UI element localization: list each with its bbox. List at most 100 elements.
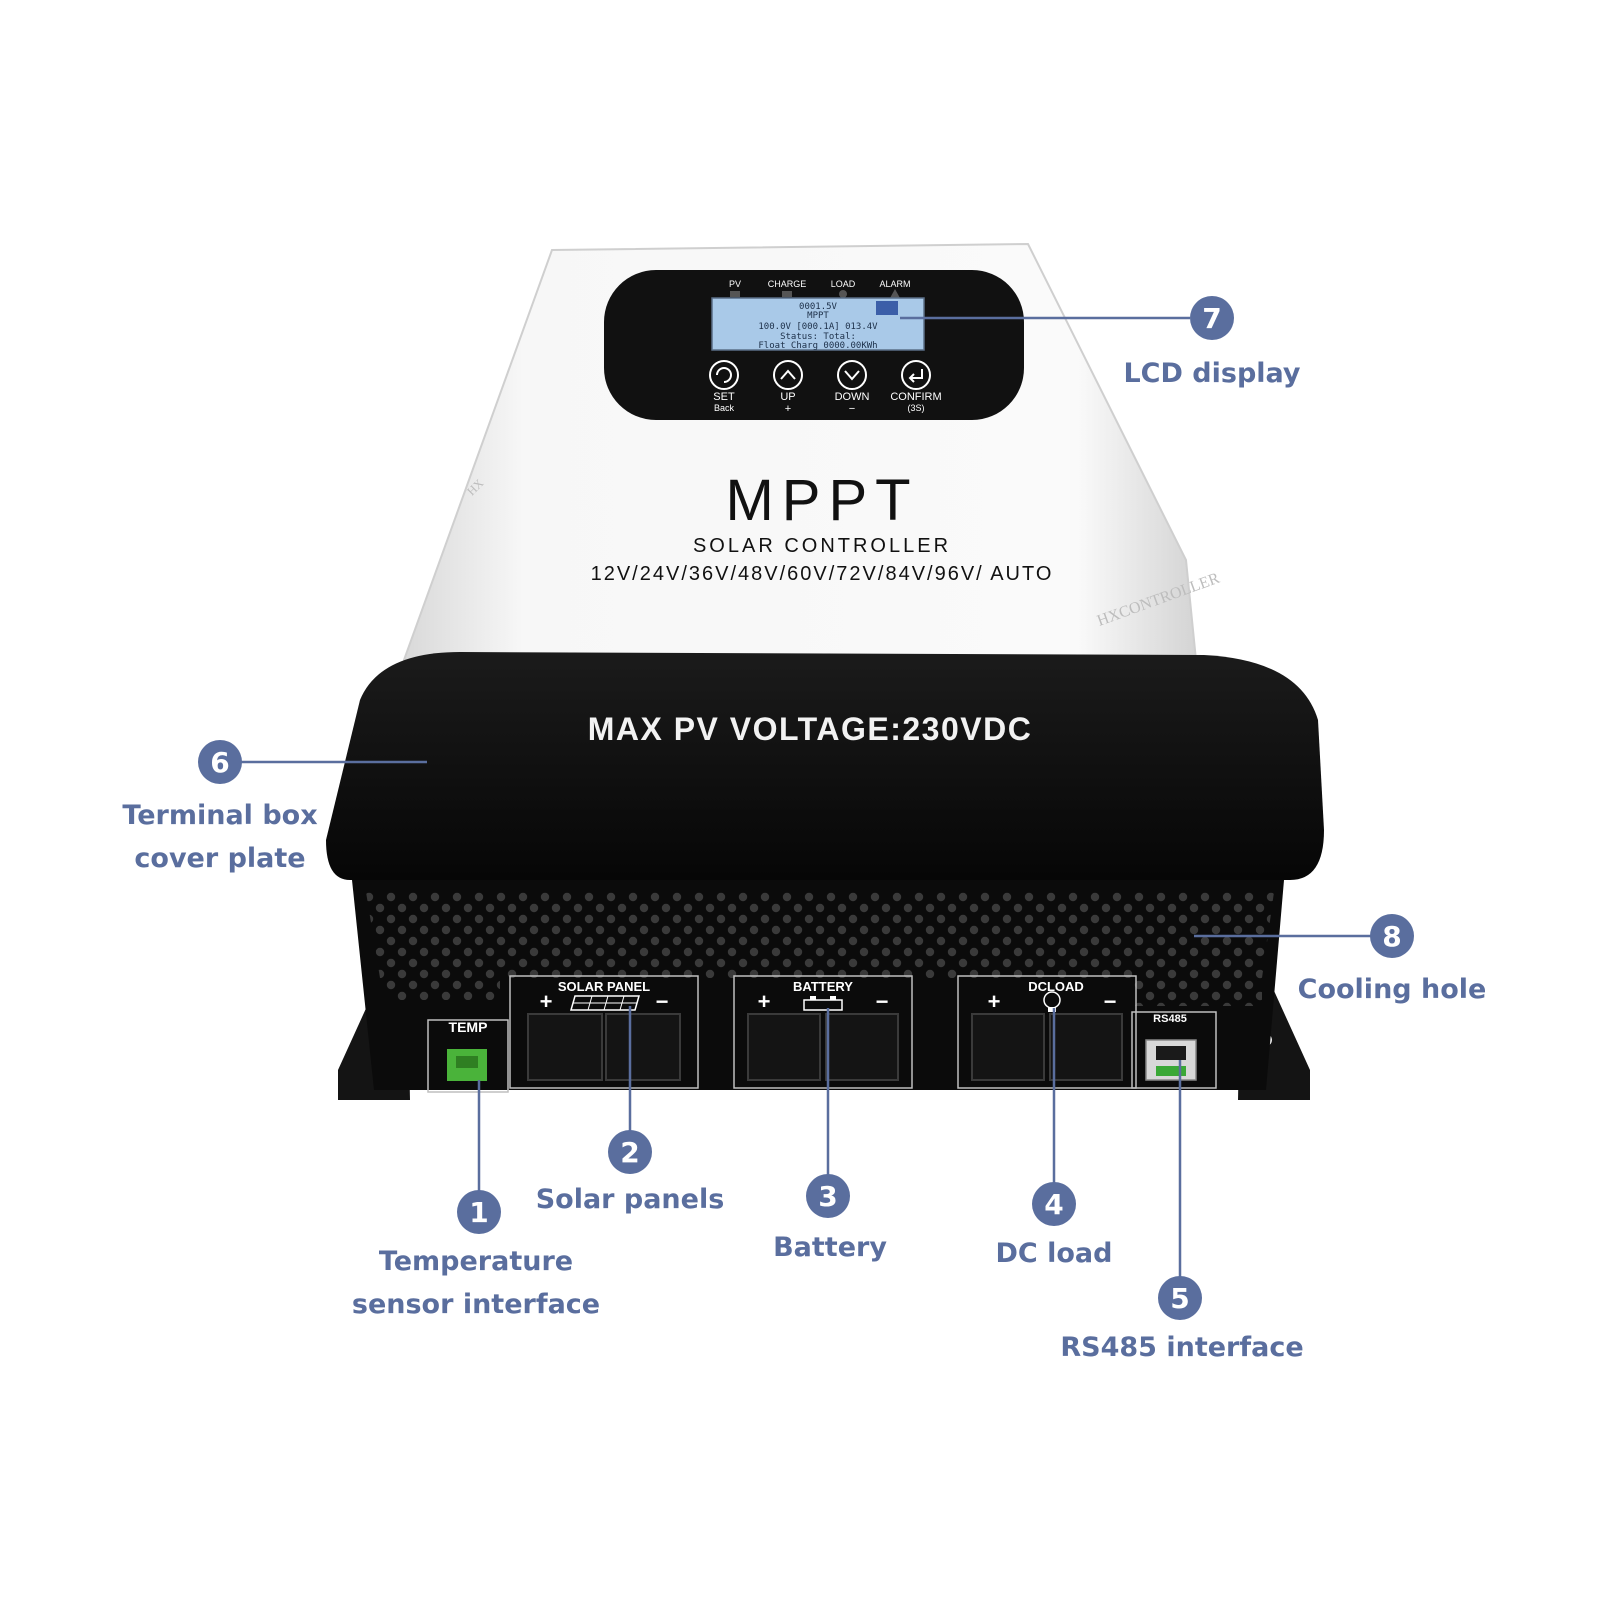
dcload-port-label: DCLOAD: [1028, 979, 1084, 994]
cooling-holes-side-right: [1134, 978, 1262, 1006]
callout-7-label: LCD display: [1123, 358, 1300, 389]
badge-8-number: 8: [1382, 920, 1401, 953]
enter-icon: [908, 369, 923, 383]
chevron-down-icon: [844, 370, 860, 381]
set-button-sub: Back: [714, 403, 735, 413]
badge-3-number: 3: [818, 1180, 837, 1213]
lcd-line-2: MPPT: [807, 311, 829, 321]
solar-plus: +: [540, 989, 553, 1014]
set-button-label: SET: [713, 391, 735, 403]
badge-5-number: 5: [1170, 1282, 1189, 1315]
callout-8-label: Cooling hole: [1298, 974, 1487, 1005]
callout-2: 2 Solar panels: [536, 1130, 725, 1215]
callout-1-label-line-1: Temperature: [379, 1246, 573, 1277]
badge-4-number: 4: [1044, 1188, 1063, 1221]
charge-led-icon: [782, 291, 792, 297]
battery-minus: −: [876, 989, 889, 1014]
indicator-pv: PV: [729, 279, 741, 289]
indicator-alarm: ALARM: [879, 279, 910, 289]
battery-port: BATTERY + −: [733, 975, 913, 1089]
voltage-range: 12V/24V/36V/48V/60V/72V/84V/96V/ AUTO: [591, 563, 1054, 585]
callout-8: 8 Cooling hole: [1298, 914, 1487, 1005]
callout-4-label: DC load: [996, 1238, 1113, 1269]
temp-port: TEMP: [427, 1019, 509, 1093]
dcload-minus: −: [1104, 989, 1117, 1014]
badge-7: [1190, 296, 1234, 340]
battery-port-label: BATTERY: [793, 979, 853, 994]
dcload-terminal-positive[interactable]: [971, 1013, 1045, 1081]
callout-1: 1 Temperature sensor interface: [352, 1190, 600, 1320]
pv-led-icon: [730, 291, 740, 297]
down-button-label: DOWN: [835, 391, 870, 403]
callout-5-label: RS485 interface: [1060, 1332, 1303, 1363]
callout-6-label-line-1: Terminal box: [122, 800, 317, 831]
load-led-icon: [839, 290, 847, 298]
callout-6-label-line-2: cover plate: [134, 843, 305, 874]
solar-panel-port: SOLAR PANEL + −: [509, 975, 699, 1089]
refresh-icon: [716, 367, 732, 383]
dcload-port: DCLOAD + −: [957, 975, 1137, 1089]
temp-port-label: TEMP: [449, 1019, 488, 1035]
confirm-button-label: CONFIRM: [890, 391, 941, 403]
up-button-sub: +: [785, 403, 791, 415]
cooling-holes-side-left: [384, 978, 500, 1000]
badge-7-number: 7: [1202, 302, 1221, 335]
cooling-holes: [366, 892, 1274, 978]
max-voltage-label: MAX PV VOLTAGE:230VDC: [588, 711, 1033, 747]
confirm-button-sub: (3S): [907, 403, 924, 413]
status-indicators: PV CHARGE LOAD ALARM: [729, 279, 911, 298]
confirm-button[interactable]: [901, 360, 931, 390]
callout-4: 4 DC load: [996, 1182, 1113, 1269]
solar-minus: −: [656, 989, 669, 1014]
badge-4: [1032, 1182, 1076, 1226]
dcload-terminal-negative[interactable]: [1049, 1013, 1123, 1081]
badge-6: [198, 740, 242, 784]
brand-title: MPPT: [725, 468, 918, 533]
chevron-up-icon: [780, 369, 796, 380]
badge-2-number: 2: [620, 1136, 639, 1169]
lcd-line-1: 0001.5V: [799, 302, 838, 312]
indicator-load: LOAD: [831, 279, 856, 289]
light-bulb-icon: [1043, 991, 1061, 1012]
control-buttons: SET Back UP + DOWN − CONFIRM (3S): [709, 360, 942, 415]
callout-3-label: Battery: [773, 1232, 887, 1263]
rs485-port-label: RS485: [1153, 1013, 1187, 1025]
solar-panel-icon: [570, 995, 640, 1011]
callout-3: 3 Battery: [773, 1174, 887, 1263]
battery-icon: [803, 996, 843, 1011]
solar-terminal-negative[interactable]: [605, 1013, 681, 1081]
battery-plus: +: [758, 989, 771, 1014]
callout-6: 6 Terminal box cover plate: [122, 740, 318, 874]
badge-3: [806, 1174, 850, 1218]
callouts: 1 Temperature sensor interface 2 Solar p…: [122, 296, 1486, 1363]
callout-lines: [236, 316, 1388, 1282]
down-button-sub: −: [849, 403, 855, 415]
badge-1: [457, 1190, 501, 1234]
dcload-plus: +: [988, 989, 1001, 1014]
lcd-screen: 0001.5V MPPT 100.0V [000.1A] 013.4V Stat…: [711, 297, 925, 351]
controller-device: PV CHARGE LOAD ALARM 0001.5V MPPT 100.0V…: [326, 242, 1324, 1100]
solar-port-label: SOLAR PANEL: [558, 979, 650, 994]
lcd-line-4: Status: Total:: [780, 332, 856, 342]
badge-8: [1370, 914, 1414, 958]
alarm-led-icon: [890, 289, 900, 298]
up-button[interactable]: [773, 360, 803, 390]
battery-terminal-positive[interactable]: [747, 1013, 821, 1081]
callout-1-label-line-2: sensor interface: [352, 1289, 600, 1320]
down-button[interactable]: [837, 360, 867, 390]
indicator-charge: CHARGE: [768, 279, 807, 289]
battery-terminal-negative[interactable]: [825, 1013, 899, 1081]
callout-2-label: Solar panels: [536, 1184, 725, 1215]
lcd-line-5: Float Charg 0000.00KWh: [758, 341, 877, 351]
callout-7: 7 LCD display: [1123, 296, 1301, 389]
badge-5: [1158, 1276, 1202, 1320]
badge-1-number: 1: [469, 1196, 488, 1229]
solar-terminal-positive[interactable]: [527, 1013, 603, 1081]
lcd-battery-icon: [876, 301, 898, 315]
badge-6-number: 6: [210, 746, 229, 779]
callout-5: 5 RS485 interface: [1060, 1276, 1304, 1363]
product-subtitle: SOLAR CONTROLLER: [693, 535, 951, 557]
set-button[interactable]: [709, 360, 739, 390]
up-button-label: UP: [780, 391, 795, 403]
